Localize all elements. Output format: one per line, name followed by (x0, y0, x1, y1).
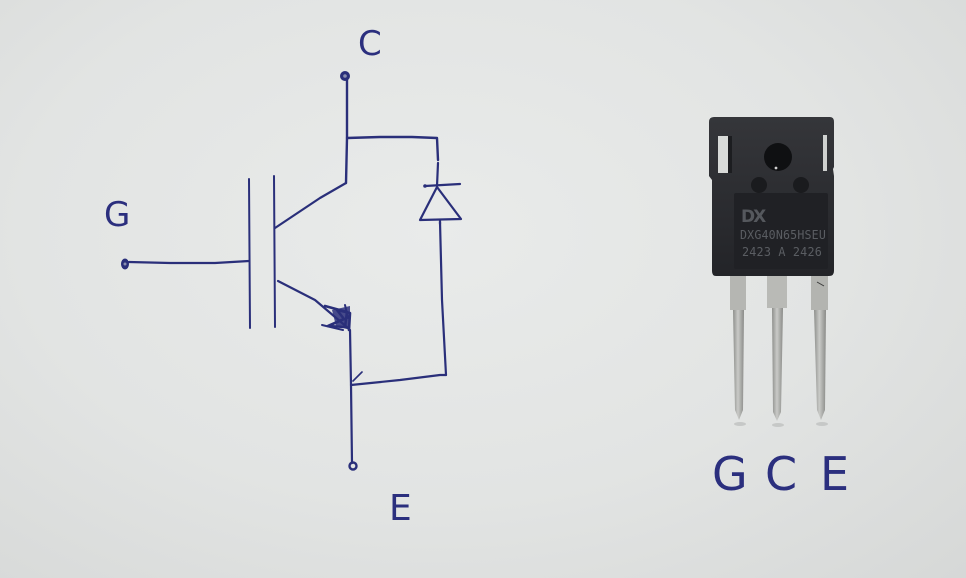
gate-wire (127, 259, 251, 265)
right-notch (823, 135, 827, 171)
marking-face (734, 193, 828, 269)
diode-lower-wire (438, 220, 448, 377)
emitter-arrow (321, 304, 352, 332)
gate-plate (248, 178, 251, 329)
channel-bar (273, 175, 276, 328)
pin-labels: G C E (712, 447, 849, 501)
collector-diagonal (273, 181, 348, 230)
lead-collector (767, 274, 787, 421)
diode-return-wire (349, 373, 448, 387)
marking-date-code: 2423 A 2426 (742, 244, 822, 259)
brand-logo: DX (741, 207, 768, 227)
pin-label-emitter: E (820, 447, 849, 501)
package-body: DX DXG40N65HSEU 2423 A 2426 (709, 117, 834, 276)
lead-emitter (811, 274, 828, 420)
lead-gate (730, 274, 746, 420)
pin-label-collector: C (765, 447, 797, 501)
gate-label: G (104, 195, 130, 235)
igbt-package: DX DXG40N65HSEU 2423 A 2426 G C E (709, 117, 849, 501)
package-leads (730, 274, 828, 427)
collector-lead (344, 78, 349, 185)
emitter-lead (348, 328, 354, 465)
collector-label: C (358, 24, 382, 64)
emitter-label: E (389, 488, 412, 529)
collector-to-diode-wire (345, 135, 440, 162)
ejector-mark-right (793, 177, 809, 193)
igbt-schematic: C G (104, 24, 463, 529)
left-notch (718, 136, 728, 173)
pin-label-gate: G (712, 447, 748, 501)
ejector-mark-left (751, 177, 767, 193)
mounting-hole (764, 143, 792, 171)
marking-part-number: DXG40N65HSEU (740, 227, 826, 242)
svg-text:DX: DX (741, 207, 766, 227)
emitter-node (348, 461, 358, 471)
diode-symbol (418, 161, 463, 226)
